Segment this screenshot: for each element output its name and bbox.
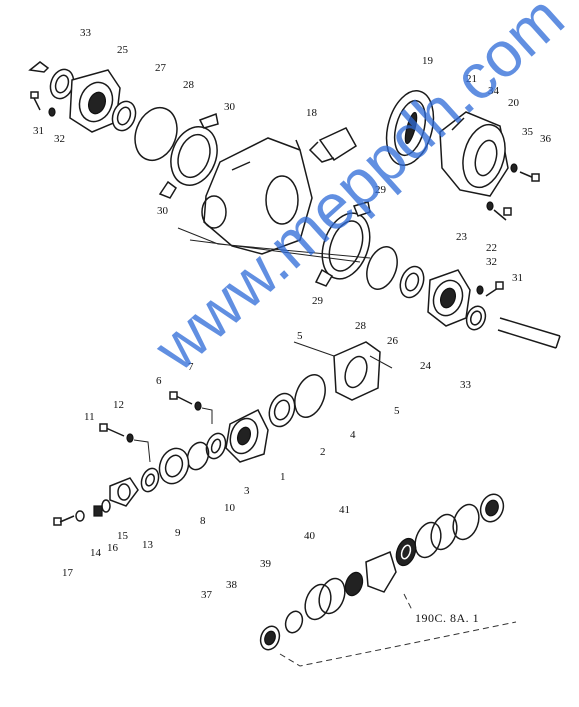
small-clip (28, 61, 50, 73)
cover-24 (427, 269, 471, 327)
washer-23 (486, 201, 494, 211)
callout-4: 4 (350, 429, 356, 441)
bolt-11 (99, 423, 125, 437)
seal-9 (140, 467, 160, 493)
callout-35: 35 (522, 126, 533, 138)
callout-31-top: 31 (33, 125, 44, 137)
callout-18: 18 (306, 107, 317, 119)
shim-29 (314, 201, 371, 287)
washer-12 (126, 433, 151, 463)
pinion-18 (308, 127, 357, 163)
callout-15: 15 (117, 530, 128, 542)
bolt-17 (53, 515, 75, 526)
callout-36: 36 (540, 133, 551, 145)
seal-33-right (465, 305, 487, 331)
callout-28-right: 28 (355, 320, 366, 332)
washer-35 (510, 163, 518, 173)
bearing-26 (399, 265, 425, 299)
callout-21: 21 (466, 73, 477, 85)
callout-20: 20 (508, 97, 519, 109)
callout-23: 23 (456, 231, 467, 243)
callout-17: 17 (62, 567, 73, 579)
callout-11: 11 (84, 411, 95, 423)
callout-3: 3 (244, 485, 250, 497)
oring-28-top (134, 106, 178, 162)
callout-26: 26 (387, 335, 398, 347)
callout-39: 39 (260, 558, 271, 570)
bolt-31-right (485, 281, 504, 297)
callout-40: 40 (304, 530, 315, 542)
callout-16: 16 (107, 542, 118, 554)
washer-7 (194, 401, 213, 424)
cage-1 (225, 408, 269, 463)
callout-19: 19 (422, 55, 433, 67)
callout-1: 1 (280, 471, 286, 483)
callout-28-top: 28 (183, 79, 194, 91)
callout-9: 9 (175, 527, 181, 539)
differential-case-20 (439, 111, 509, 197)
washer-15 (101, 499, 111, 513)
bolt-6 (169, 391, 193, 405)
callout-14: 14 (90, 547, 101, 559)
callout-32-top: 32 (54, 133, 65, 145)
callout-33-top: 33 (80, 27, 91, 39)
callout-34: 34 (488, 85, 499, 97)
bearing-27 (111, 100, 137, 132)
shim-5 (293, 341, 393, 401)
callout-10: 10 (224, 502, 235, 514)
callout-29-top: 29 (375, 184, 386, 196)
parts-group-bottom (259, 493, 517, 667)
washer-32-right (476, 285, 484, 295)
callout-7: 7 (188, 361, 194, 373)
figure-caption: 190C. 8A. 1 (415, 611, 480, 625)
bolt-31-top (30, 91, 41, 111)
callout-31-right: 31 (512, 272, 523, 284)
callout-30-top: 30 (224, 101, 235, 113)
callout-32-right: 32 (486, 256, 497, 268)
callout-37: 37 (201, 589, 212, 601)
washer-32-top (48, 107, 56, 117)
callout-13: 13 (142, 539, 153, 551)
callout-38: 38 (226, 579, 237, 591)
callout-25: 25 (117, 44, 128, 56)
callout-41: 41 (339, 504, 350, 516)
cover-25 (69, 69, 121, 133)
seal-8 (158, 447, 190, 485)
shim-30-top (158, 112, 219, 199)
callout-5-bottom: 5 (394, 405, 400, 417)
washer-14 (75, 510, 85, 522)
callout-33-right: 33 (460, 379, 471, 391)
callout-2: 2 (320, 446, 326, 458)
callout-22: 22 (486, 242, 497, 254)
ring-gear-19 (385, 90, 435, 166)
callout-6: 6 (156, 375, 162, 387)
axle-shaft (497, 317, 561, 349)
oring-28-right (366, 246, 398, 290)
callout-5-top: 5 (297, 330, 303, 342)
oring-4 (294, 374, 326, 418)
callout-27: 27 (155, 62, 166, 74)
spacer-10 (186, 441, 210, 471)
flange-13 (109, 477, 139, 507)
bearing-3 (205, 432, 227, 460)
callout-24: 24 (420, 360, 431, 372)
bolt-36 (519, 171, 540, 182)
bolt-22 (493, 207, 512, 221)
nut-16 (93, 505, 103, 517)
callout-30-bottom: 30 (157, 205, 168, 217)
callout-29-bottom: 29 (312, 295, 323, 307)
callout-12: 12 (113, 399, 124, 411)
bearing-2 (268, 392, 296, 428)
pin-21 (451, 117, 465, 131)
callout-8: 8 (200, 515, 206, 527)
axle-housing (201, 137, 313, 255)
